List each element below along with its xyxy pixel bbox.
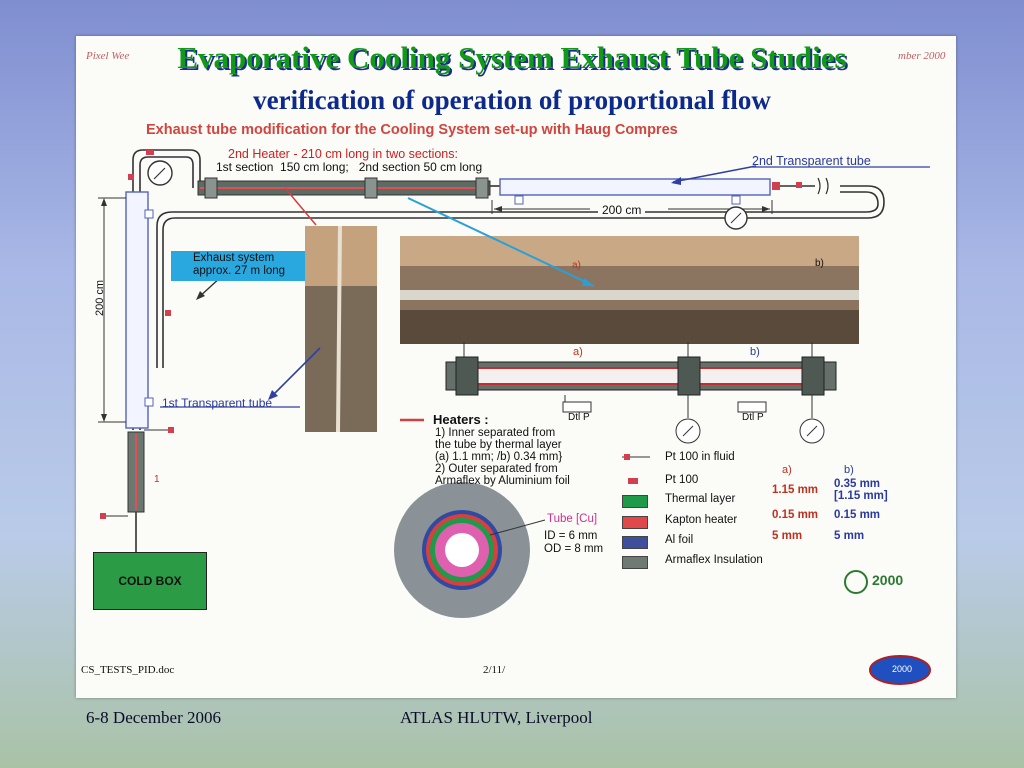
legend-label-kapton: Kapton heater	[665, 514, 738, 526]
photo-label-b: b)	[815, 258, 824, 269]
slide-subtitle: verification of operation of proportiona…	[253, 85, 771, 115]
photo-label-a: a)	[572, 260, 581, 271]
transparent-tube-2-label: 2nd Transparent tube	[752, 154, 871, 168]
cold-box: COLD BOX	[93, 552, 207, 610]
exhaust-system-box: Exhaust system approx. 27 m long	[171, 251, 305, 281]
dtlp-label-2: Dtl P	[742, 412, 764, 423]
exhaust-system-label: Exhaust system approx. 27 m long	[193, 252, 286, 277]
pt100-fluid-label: Pt 100 in fluid	[665, 451, 735, 463]
slide-title-overlay: Evaporative Cooling System Exhaust Tube …	[177, 40, 847, 75]
logo-c-icon	[844, 570, 868, 594]
heaters-notes: 1) Inner separated from the tube by ther…	[435, 427, 570, 487]
legend-a-al-foil: 5 mm	[772, 530, 803, 542]
logo-text: 2000	[872, 572, 904, 588]
heaters-note-line: the tube by thermal layer	[435, 439, 562, 451]
first-transparent-tube	[125, 191, 149, 429]
heaters-note-line: Armaflex by Aluminium foil	[435, 475, 570, 487]
legend-swatch-armaflex	[622, 556, 648, 569]
heaters-title: Heaters :	[433, 412, 489, 427]
second-transparent-tube	[499, 178, 771, 196]
logo-small-text: 2000	[892, 664, 913, 674]
dtlp-label-1: Dtl P	[568, 412, 590, 423]
page-number: 2/11/	[483, 664, 506, 676]
dimension-horizontal: 200 cm	[598, 203, 646, 217]
dimension-vertical: 200 cm	[94, 279, 107, 317]
tube-od-label: OD = 8 mm	[544, 543, 604, 555]
legend-b-al-foil: 5 mm	[834, 530, 865, 542]
legend-label-al-foil: Al foil	[665, 534, 694, 546]
heaters-note-line: 2) Outer separated from	[435, 463, 558, 475]
legend-swatch-thermal	[622, 495, 648, 508]
legend-b-thermal: 0.35 mm [1.15 mm]	[834, 478, 888, 502]
sheet-corner-left: Pixel Wee	[86, 50, 130, 62]
legend-swatch-kapton	[622, 516, 648, 529]
legend-swatch-al-foil	[622, 536, 648, 549]
legend-a-thermal: 1.15 mm	[772, 484, 819, 496]
cold-box-label: COLD BOX	[118, 574, 182, 588]
tube-id-label: ID = 6 mm	[544, 530, 598, 542]
sheet-corner-right: mber 2000	[898, 50, 946, 62]
tube-cu-label: Tube [Cu]	[547, 513, 598, 525]
heater-label-b: b)	[750, 346, 760, 358]
column-b-label: b)	[844, 464, 854, 476]
logo-icon	[869, 655, 931, 685]
legend-label-thermal: Thermal layer	[665, 493, 736, 505]
heater-sections: 1st section 150 cm long; 2nd section 50 …	[216, 160, 483, 174]
heaters-note-line: (a) 1.1 mm; /b) 0.34 mm}	[435, 451, 563, 463]
heater-title: 2nd Heater - 210 cm long in two sections…	[228, 147, 458, 161]
legend-label-armaflex: Armaflex Insulation	[665, 554, 763, 566]
footer-date: 6-8 December 2006	[86, 708, 222, 727]
legend-a-kapton: 0.15 mm	[772, 509, 819, 521]
heater-label-a: a)	[573, 346, 583, 358]
legend-b-kapton: 0.15 mm	[834, 509, 881, 521]
pt100-label: Pt 100	[665, 474, 699, 486]
sheet-heading: Exhaust tube modification for the Coolin…	[146, 122, 678, 138]
transparent-tube-1-label: 1st Transparent tube	[162, 396, 273, 410]
heaters-note-line: 1) Inner separated from	[435, 427, 556, 439]
column-a-label: a)	[782, 464, 792, 476]
document-name: CS_TESTS_PID.doc	[81, 664, 175, 676]
marker-1: 1	[154, 474, 160, 485]
footer-event: ATLAS HLUTW, Liverpool	[400, 708, 593, 727]
